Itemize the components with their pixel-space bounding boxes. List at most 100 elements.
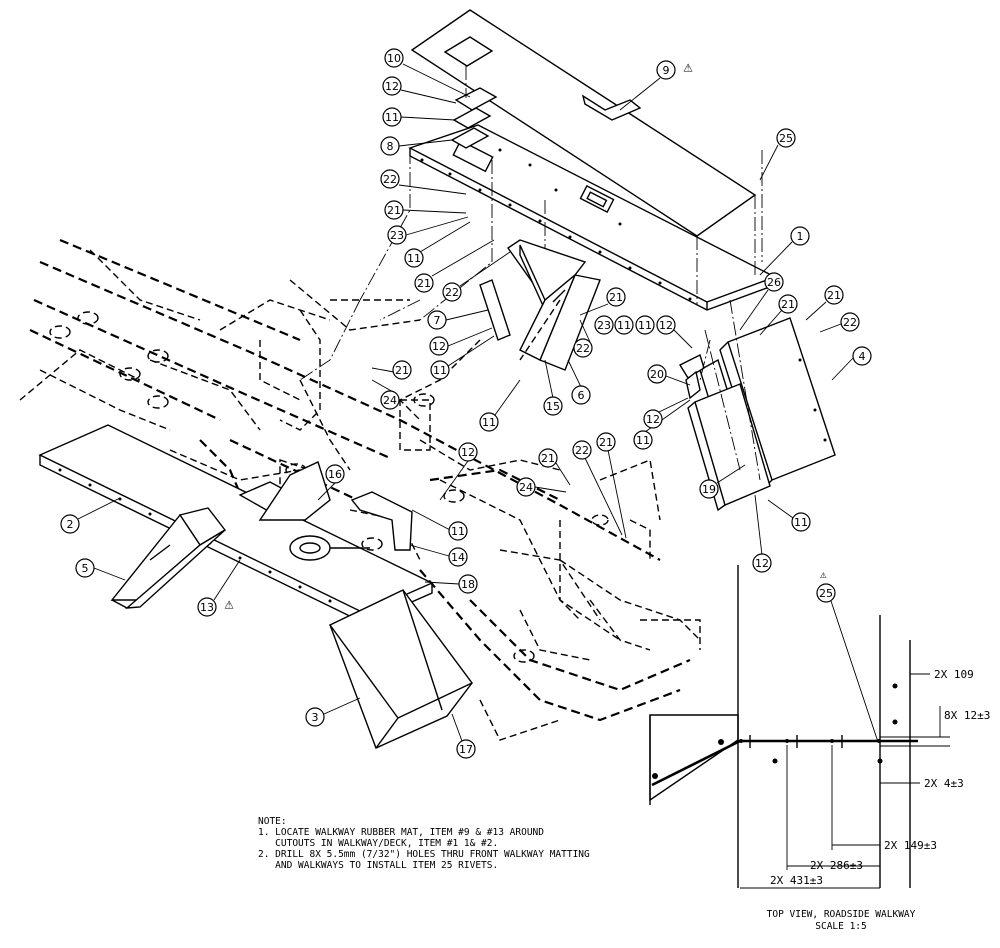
callout-number: 17 bbox=[459, 743, 473, 756]
callout-number: 19 bbox=[702, 483, 716, 496]
callout-c21d: 21 bbox=[606, 287, 626, 307]
callout-circle bbox=[380, 136, 400, 156]
callout-c18: 18 bbox=[458, 574, 478, 594]
callout-number: 21 bbox=[417, 277, 431, 290]
callout-circle bbox=[776, 128, 796, 148]
callout-number: 7 bbox=[434, 314, 441, 327]
callout-c14: 14 bbox=[448, 547, 468, 567]
callout-number: 12 bbox=[659, 319, 673, 332]
rev-marker: ⚠ bbox=[224, 599, 234, 612]
callout-circle bbox=[427, 310, 447, 330]
callout-number: 23 bbox=[390, 229, 404, 242]
callout-c21h: 21 bbox=[538, 448, 558, 468]
callout-circle bbox=[384, 48, 404, 68]
callout-circle bbox=[572, 440, 592, 460]
drawing-note: NOTE: 1. LOCATE WALKWAY RUBBER MAT, ITEM… bbox=[258, 816, 590, 871]
callout-circle bbox=[635, 315, 655, 335]
view-title: TOP VIEW, ROADSIDE WALKWAY bbox=[766, 909, 916, 920]
callout-c12b: 12 bbox=[656, 315, 676, 335]
callout-c23b: 23 bbox=[594, 315, 614, 335]
callout-c23a: 23 bbox=[387, 225, 407, 245]
callout-c11d: 11 bbox=[635, 315, 655, 335]
callout-circle bbox=[606, 287, 626, 307]
rev-marker: ⚠ bbox=[683, 62, 693, 75]
callout-circle bbox=[380, 169, 400, 189]
assembly-centerlines bbox=[299, 66, 763, 381]
callout-number: 21 bbox=[395, 364, 409, 377]
callout-number: 24 bbox=[383, 394, 397, 407]
view-scale: SCALE 1:5 bbox=[815, 921, 867, 932]
callout-c11c: 11 bbox=[614, 315, 634, 335]
callout-number: 21 bbox=[781, 298, 795, 311]
callout-c15: 15 bbox=[543, 396, 563, 416]
front-walkway-item-2 bbox=[38, 424, 434, 624]
callout-c12e: 12 bbox=[458, 442, 478, 462]
callout-c11g: 11 bbox=[633, 430, 653, 450]
chassis-frame bbox=[19, 238, 701, 741]
callout-c22b: 22 bbox=[442, 282, 462, 302]
note-line-4: AND WALKWAYS TO INSTALL ITEM 25 RIVETS. bbox=[258, 860, 499, 871]
callout-number: 12 bbox=[461, 446, 475, 459]
pads-items-10-12-11-8 bbox=[450, 87, 498, 149]
dim-8x-12: 8X 12±3 bbox=[944, 709, 990, 722]
callout-c11b: 11 bbox=[404, 248, 424, 268]
callout-circle bbox=[384, 200, 404, 220]
callout-number: 24 bbox=[519, 481, 533, 494]
callout-c11h: 11 bbox=[448, 521, 468, 541]
callout-number: 13 bbox=[200, 601, 214, 614]
callout-number: 25 bbox=[819, 587, 833, 600]
dim-2x-4: 2X 4±3 bbox=[924, 777, 964, 790]
callout-number: 6 bbox=[578, 389, 585, 402]
callout-circle bbox=[656, 60, 676, 80]
callout-c6: 6 bbox=[571, 385, 591, 405]
callout-c21f: 21 bbox=[392, 360, 412, 380]
callout-circle bbox=[571, 385, 591, 405]
note-line-3: 2. DRILL 8X 5.5mm (7/32") HOLES THRU FRO… bbox=[258, 849, 590, 860]
callout-number: 15 bbox=[546, 400, 560, 413]
callout-number: 22 bbox=[575, 444, 589, 457]
callout-circle bbox=[458, 442, 478, 462]
callout-number: 5 bbox=[82, 562, 89, 575]
callout-c1: 1 bbox=[790, 226, 810, 246]
note-line-1: 1. LOCATE WALKWAY RUBBER MAT, ITEM #9 & … bbox=[258, 827, 544, 838]
hitch-parts-16-14-18 bbox=[258, 461, 413, 561]
callout-circle bbox=[538, 448, 558, 468]
callout-c17: 17 bbox=[456, 739, 476, 759]
step-bracket-item-5 bbox=[110, 507, 227, 609]
view-caption: TOP VIEW, ROADSIDE WALKWAY SCALE 1:5 bbox=[756, 909, 926, 933]
callout-c22a: 22 bbox=[380, 169, 400, 189]
rev-marker-top-view: ⚠ bbox=[820, 568, 827, 581]
callout-number: 25 bbox=[779, 132, 793, 145]
callout-circle bbox=[387, 225, 407, 245]
callout-number: 12 bbox=[755, 557, 769, 570]
callout-number: 11 bbox=[407, 252, 421, 265]
callout-circle bbox=[656, 315, 676, 335]
callout-c21c: 21 bbox=[824, 285, 844, 305]
callout-circle bbox=[442, 282, 462, 302]
callout-number: 21 bbox=[827, 289, 841, 302]
callout-circle bbox=[764, 272, 784, 292]
callout-c7: 7 bbox=[427, 310, 447, 330]
callout-c25a: 25 bbox=[776, 128, 796, 148]
callout-number: 14 bbox=[451, 551, 465, 564]
callout-circle bbox=[543, 396, 563, 416]
fender-panel-item-3 bbox=[328, 589, 474, 749]
callout-circle bbox=[429, 336, 449, 356]
callout-circle bbox=[380, 390, 400, 410]
callout-circle bbox=[404, 248, 424, 268]
callout-number: 2 bbox=[67, 518, 74, 531]
callout-number: 4 bbox=[859, 350, 866, 363]
callout-c2: 2 bbox=[60, 514, 80, 534]
callout-number: 1 bbox=[797, 230, 804, 243]
callout-c24a: 24 bbox=[380, 390, 400, 410]
callout-circle bbox=[573, 338, 593, 358]
callout-circle bbox=[816, 583, 836, 603]
callout-number: 21 bbox=[387, 204, 401, 217]
callout-circle bbox=[458, 574, 478, 594]
callout-number: 22 bbox=[445, 286, 459, 299]
callout-c21e: 21 bbox=[778, 294, 798, 314]
callout-number: 10 bbox=[387, 52, 401, 65]
callout-number: 21 bbox=[541, 452, 555, 465]
callout-c24b: 24 bbox=[516, 477, 536, 497]
callout-number: 9 bbox=[663, 64, 670, 77]
